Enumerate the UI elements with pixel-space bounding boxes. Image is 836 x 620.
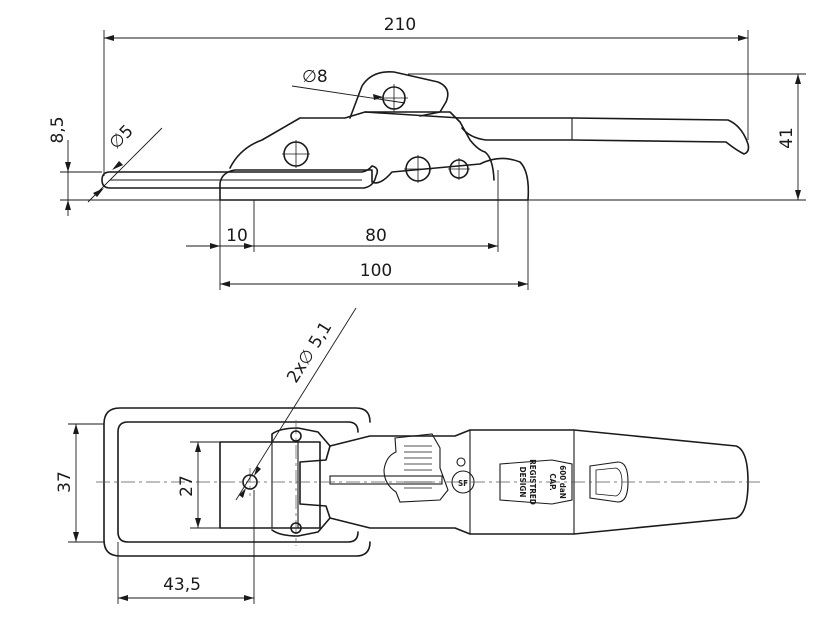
dim-height: 41 xyxy=(777,127,797,149)
mount-hole-top-b xyxy=(290,430,302,534)
dim-rod-offset: 8,5 xyxy=(48,116,68,143)
dim-line-holes xyxy=(235,307,357,501)
logo-text: SF xyxy=(458,479,468,488)
dim-inner-width: 27 xyxy=(177,475,197,497)
dim-hole-spacing: 80 xyxy=(365,226,387,246)
base-plate-top xyxy=(219,441,321,529)
pivot-hole-rod xyxy=(282,140,310,168)
tie-bar xyxy=(329,475,443,485)
dim-outer-width: 37 xyxy=(55,471,75,493)
dim-overall-length: 210 xyxy=(384,15,416,35)
marking-plate xyxy=(499,459,573,505)
mount-hole-top-a xyxy=(242,474,258,490)
dim-base-length: 100 xyxy=(360,261,392,281)
pivot-hole-top xyxy=(380,84,408,112)
base-plate xyxy=(219,157,530,201)
side-view: 210 41 8,5 ∅5 ∅8 10 80 100 xyxy=(48,15,806,290)
top-hook xyxy=(349,70,449,119)
top-view: SF DESIGN REGISTRED CAP. 600 daN xyxy=(55,307,760,604)
lever-housing xyxy=(229,111,495,181)
mount-hole-right xyxy=(448,158,470,180)
dim-line-pivot-dia xyxy=(291,85,406,104)
dim-rod-dia: ∅5 xyxy=(105,121,137,153)
lever-arm xyxy=(364,111,750,155)
marking-cap-line2: 600 daN xyxy=(558,465,567,499)
latch-body xyxy=(383,433,449,503)
u-loop-inner xyxy=(117,421,359,543)
mount-hole-left xyxy=(404,155,432,183)
dim-loop-length: 43,5 xyxy=(163,575,201,595)
dim-base-offset: 10 xyxy=(226,226,248,246)
dim-pivot-hole: ∅8 xyxy=(302,67,328,87)
